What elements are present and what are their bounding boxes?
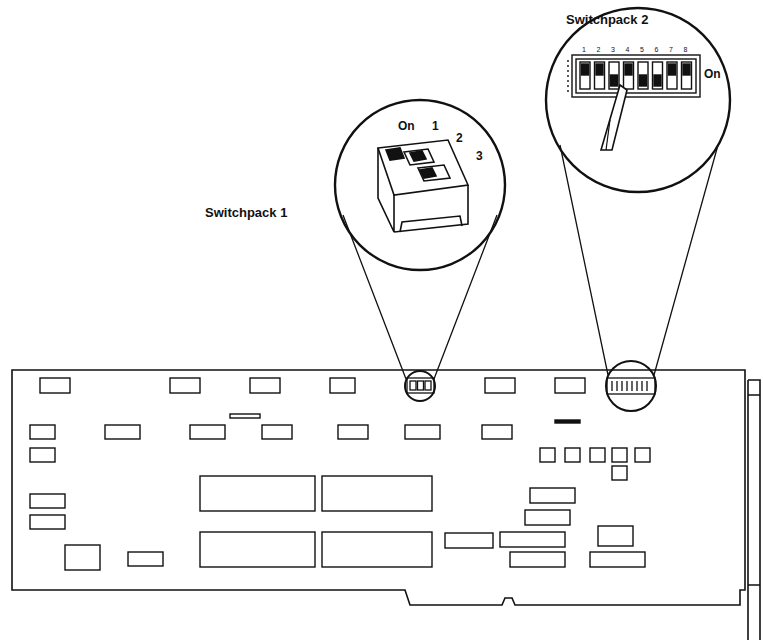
switch-number: 5 (640, 46, 644, 53)
dip-switch (667, 62, 677, 89)
dip-switch-knob (625, 64, 632, 75)
dip-switch (609, 62, 619, 89)
switch-number: 8 (684, 46, 688, 53)
chips (30, 378, 650, 570)
switchpack-1-board (405, 371, 435, 401)
switch-number: 3 (611, 46, 615, 53)
switch-number: 7 (669, 46, 673, 53)
stylus (606, 120, 610, 150)
switchpack-2-board (606, 361, 656, 411)
switch-number: 3 (476, 150, 483, 162)
dip-switch-knob (596, 64, 603, 75)
dip-switch-knob (683, 64, 690, 75)
dip-switch-knob (582, 64, 589, 75)
dip-switch (580, 62, 590, 89)
switch-number: 1 (582, 46, 586, 53)
switchpack-2-detail (568, 55, 700, 97)
dip-switch (595, 62, 605, 89)
title-label: Switchpack 2 (566, 13, 648, 26)
switch-number: 4 (626, 46, 630, 53)
switch-number: 1 (432, 120, 439, 132)
dip-switch-knob (640, 75, 647, 86)
title-label: Switchpack 1 (205, 206, 287, 219)
switch-number: 2 (597, 46, 601, 53)
mounting-bracket (748, 380, 760, 640)
dip-switch (638, 62, 648, 89)
card-outline (12, 370, 745, 605)
stylus (601, 85, 627, 150)
dip-switch (682, 62, 692, 89)
switchpack-1-detail (378, 140, 468, 232)
dip-switches (580, 62, 692, 89)
dip-switch-knob (654, 75, 661, 86)
zoom-circle (335, 100, 505, 270)
switch-label: On (704, 68, 721, 80)
switch-number: 6 (655, 46, 659, 53)
dip-switch (653, 62, 663, 89)
zoom-circle (546, 8, 730, 192)
dip-switch-knob (611, 75, 618, 86)
switch-label: On (398, 120, 415, 132)
dip-switch-knob (669, 64, 676, 75)
dip-switch (624, 62, 634, 89)
switch-number: 2 (456, 132, 463, 144)
